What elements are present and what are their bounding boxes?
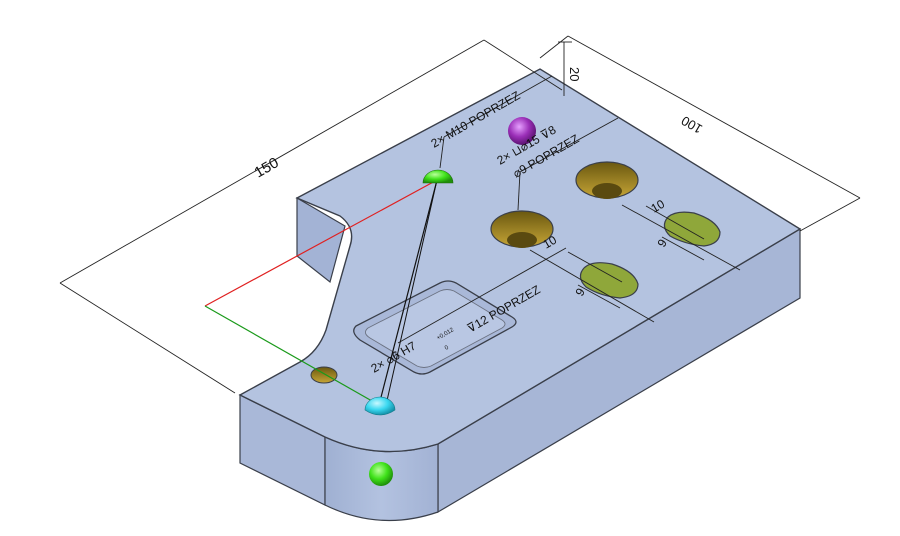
- green-marker-side[interactable]: [369, 462, 393, 486]
- step-wall: [296, 196, 346, 284]
- point-markers: [364, 117, 536, 486]
- callout-pin-tol-lower: 0: [444, 345, 450, 352]
- dim-slot1-length: 10: [649, 197, 668, 216]
- purple-marker[interactable]: [508, 117, 536, 145]
- y-axis-line: [204, 305, 380, 406]
- slot-2: [579, 262, 639, 299]
- pin-hole-small: [310, 366, 338, 384]
- x-axis-line: [204, 179, 438, 307]
- dim-width: 100: [679, 113, 705, 137]
- dim-slot2-length: 10: [541, 233, 560, 252]
- green-marker-top[interactable]: [422, 169, 454, 184]
- slot-1: [663, 211, 721, 247]
- coordinate-axes: [204, 179, 438, 406]
- dimension-lines: [59, 35, 861, 394]
- counterbore-hole-2: [490, 210, 554, 248]
- cyan-marker[interactable]: [364, 396, 396, 416]
- z-measure-line: [378, 179, 438, 406]
- counterbore-hole-1: [575, 161, 639, 199]
- part-top-face: [238, 68, 802, 453]
- dim-height: 20: [567, 67, 582, 81]
- rect-pocket: [353, 280, 517, 375]
- callout-leaders: [397, 75, 619, 344]
